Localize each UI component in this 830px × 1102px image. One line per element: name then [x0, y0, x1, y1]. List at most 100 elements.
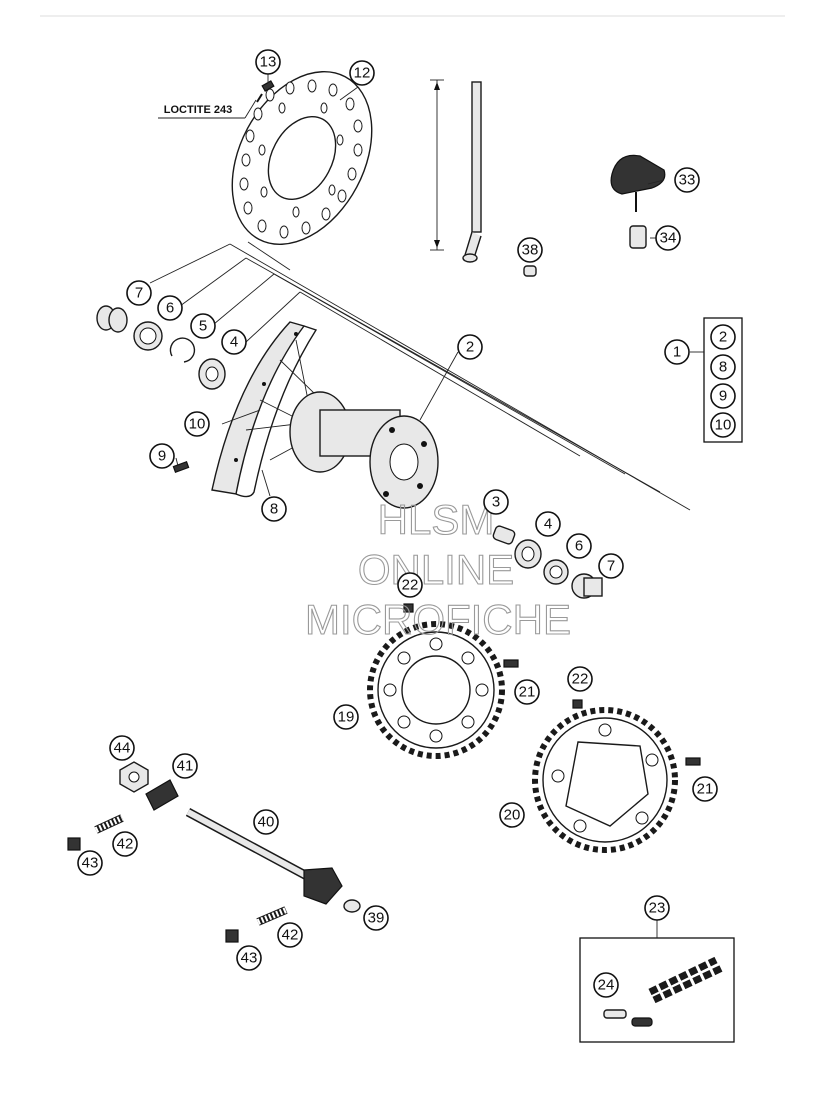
- callout-1: 1: [664, 339, 690, 365]
- callout-20: 20: [499, 802, 525, 828]
- left-seal-6: [133, 321, 163, 351]
- kit-item-2: 2: [710, 324, 736, 350]
- chain-adjuster-41: [145, 779, 179, 811]
- svg-text:43: 43: [82, 855, 99, 872]
- svg-text:12: 12: [354, 65, 371, 82]
- svg-text:20: 20: [504, 807, 521, 824]
- svg-text:5: 5: [199, 318, 207, 335]
- callout-39: 39: [363, 905, 389, 931]
- kit-item-9: 9: [710, 383, 736, 409]
- callout-8: 8: [261, 496, 287, 522]
- svg-text:40: 40: [258, 814, 275, 831]
- callout-6-right: 6: [566, 533, 592, 559]
- svg-text:9: 9: [719, 388, 727, 405]
- svg-text:22: 22: [402, 577, 419, 594]
- axle-nut-44: [119, 761, 149, 793]
- disc-screw: [256, 80, 275, 103]
- svg-text:7: 7: [607, 558, 615, 575]
- callout-21-upper: 21: [514, 679, 540, 705]
- right-spacer-7: [571, 573, 603, 599]
- svg-text:1: 1: [673, 344, 681, 361]
- callout-9: 9: [149, 443, 175, 469]
- callout-42-upper: 42: [112, 831, 138, 857]
- callout-6-left: 6: [157, 295, 183, 321]
- sprocket-bolt-lower: [685, 757, 701, 766]
- svg-text:4: 4: [230, 334, 238, 351]
- svg-text:23: 23: [649, 900, 666, 917]
- svg-text:44: 44: [114, 740, 131, 757]
- svg-text:34: 34: [660, 230, 677, 247]
- callout-7-right: 7: [598, 553, 624, 579]
- sprocket-bolt-upper: [503, 659, 519, 668]
- svg-text:13: 13: [260, 54, 277, 71]
- left-bearing-4: [198, 358, 226, 390]
- rim-lock-screw: [172, 461, 190, 473]
- svg-text:21: 21: [519, 684, 536, 701]
- watermark-line2: ONLINE: [358, 546, 514, 593]
- hub: [289, 391, 439, 509]
- callout-38: 38: [517, 237, 543, 263]
- watermark-line3: MICROFICHE: [305, 596, 571, 643]
- kit-item-10: 10: [710, 412, 736, 438]
- cap-39: [343, 899, 361, 913]
- svg-text:33: 33: [679, 172, 696, 189]
- watermark: HLSM ONLINE MICROFICHE: [304, 495, 571, 643]
- callout-19: 19: [333, 704, 359, 730]
- sprocket-20: [532, 707, 678, 853]
- kit-item-8: 8: [710, 354, 736, 380]
- callout-24: 24: [593, 972, 619, 998]
- svg-text:42: 42: [282, 927, 299, 944]
- spoke: [430, 79, 482, 263]
- callout-2: 2: [457, 334, 483, 360]
- loctite-label: LOCTITE 243: [164, 104, 232, 116]
- sprocket-nut-upper: [403, 603, 414, 613]
- master-link: [603, 1009, 653, 1027]
- svg-text:39: 39: [368, 910, 385, 927]
- loctite-leader: [244, 99, 257, 119]
- callout-34: 34: [655, 225, 681, 251]
- callout-21-lower: 21: [692, 776, 718, 802]
- callout-22-lower: 22: [567, 666, 593, 692]
- axle-40: [185, 808, 343, 905]
- callout-42-lower: 42: [277, 922, 303, 948]
- right-bearing-4: [514, 539, 542, 569]
- svg-text:43: 43: [241, 950, 258, 967]
- right-spacer-3: [492, 525, 516, 545]
- callout-44: 44: [109, 735, 135, 761]
- callout-22-upper: 22: [397, 572, 423, 598]
- lock-nut-43a: [67, 837, 81, 851]
- svg-text:38: 38: [522, 242, 539, 259]
- callout-41: 41: [172, 753, 198, 779]
- callout-33: 33: [674, 167, 700, 193]
- svg-text:10: 10: [189, 416, 206, 433]
- plug: [523, 265, 537, 277]
- callout-4-left: 4: [221, 329, 247, 355]
- chain: [648, 956, 724, 1004]
- svg-text:8: 8: [719, 359, 727, 376]
- callout-40: 40: [253, 809, 279, 835]
- brake-disc: [231, 71, 373, 245]
- svg-text:9: 9: [158, 448, 166, 465]
- svg-text:10: 10: [715, 417, 732, 434]
- adjust-screw-42b: [256, 906, 288, 926]
- adjust-screw-42a: [94, 814, 124, 834]
- svg-text:2: 2: [466, 339, 474, 356]
- leaders: [175, 74, 665, 497]
- left-spacer-7: [96, 305, 128, 333]
- callout-23: 23: [644, 895, 670, 921]
- callout-3: 3: [483, 489, 509, 515]
- svg-text:6: 6: [575, 538, 583, 555]
- svg-text:22: 22: [572, 671, 589, 688]
- right-seal-6: [543, 559, 569, 585]
- callout-43-upper: 43: [77, 850, 103, 876]
- callout-7-left: 7: [126, 280, 152, 306]
- svg-text:7: 7: [135, 285, 143, 302]
- svg-text:19: 19: [338, 709, 355, 726]
- svg-text:24: 24: [598, 977, 615, 994]
- callout-43-lower: 43: [236, 945, 262, 971]
- callout-12: 12: [349, 60, 375, 86]
- svg-text:41: 41: [177, 758, 194, 775]
- svg-text:21: 21: [697, 781, 714, 798]
- callout-10: 10: [184, 411, 210, 437]
- rim: [211, 321, 318, 498]
